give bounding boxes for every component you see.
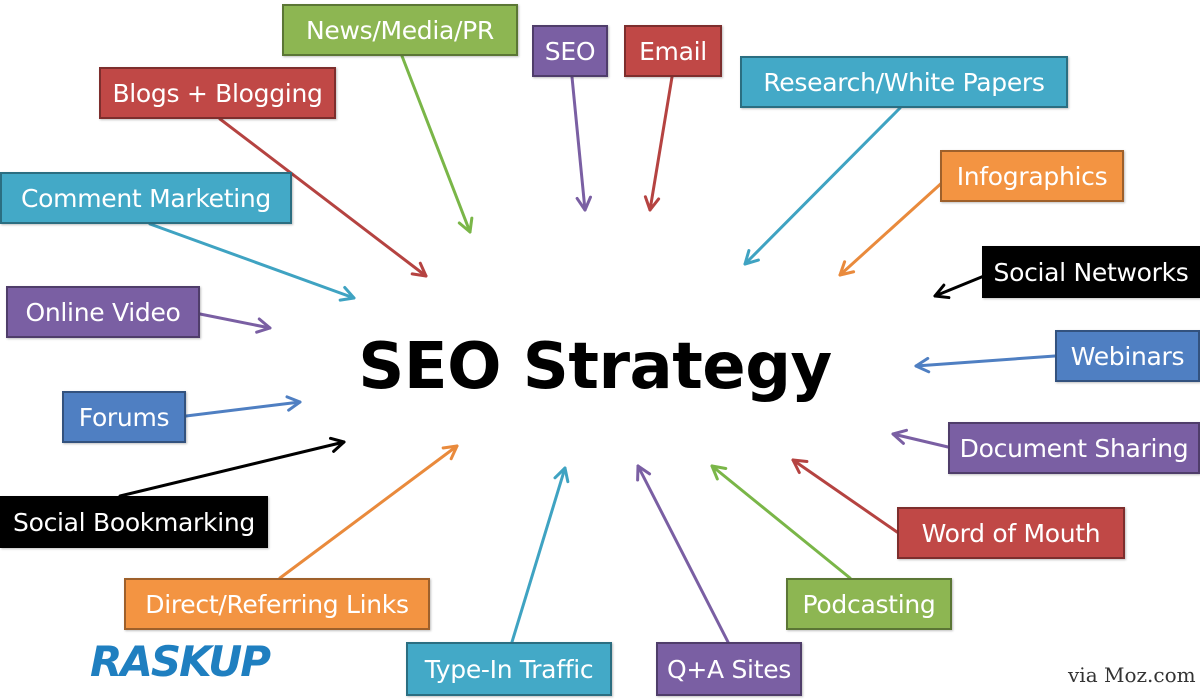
- arrow-docs: [891, 428, 950, 449]
- arrow-wom: [791, 458, 899, 534]
- arrow-info: [838, 178, 947, 277]
- node-online-video: Online Video: [6, 286, 200, 338]
- arrow-email: [643, 75, 674, 212]
- arrow-typein: [510, 466, 570, 644]
- arrow-webinars: [914, 354, 1057, 374]
- arrow-forums: [184, 395, 302, 418]
- node-document-sharing: Document Sharing: [948, 422, 1200, 474]
- arrow-blogs: [218, 117, 428, 278]
- arrow-qa: [636, 464, 730, 644]
- node-infographics: Infographics: [940, 150, 1124, 202]
- node-type-in-traffic: Type-In Traffic: [406, 642, 612, 696]
- node-podcasting: Podcasting: [786, 578, 952, 630]
- arrow-socnet: [933, 274, 986, 300]
- raskup-logo: RASKUP: [88, 636, 278, 686]
- node-social-bookmarking: Social Bookmarking: [0, 496, 268, 548]
- node-email: Email: [624, 25, 722, 77]
- node-forums: Forums: [62, 391, 186, 443]
- arrow-news: [400, 54, 474, 234]
- node-webinars: Webinars: [1055, 330, 1200, 382]
- node-direct-referring-links: Direct/Referring Links: [124, 578, 430, 630]
- node-seo: SEO: [532, 25, 608, 77]
- node-social-networks: Social Networks: [982, 246, 1200, 298]
- node-qa-sites: Q+A Sites: [656, 642, 802, 696]
- svg-text:RASKUP: RASKUP: [90, 638, 271, 684]
- node-comment-marketing: Comment Marketing: [0, 172, 292, 224]
- arrow-podcast: [710, 464, 852, 580]
- arrow-bookmark: [118, 436, 346, 498]
- node-word-of-mouth: Word of Mouth: [897, 507, 1125, 559]
- raskup-logo-mark: RASKUP: [90, 638, 273, 684]
- source-credit: via Moz.com: [1068, 663, 1196, 687]
- node-blogs-blogging: Blogs + Blogging: [99, 67, 336, 119]
- arrow-direct: [278, 444, 459, 580]
- diagram-title: SEO Strategy: [358, 330, 832, 404]
- arrow-research: [743, 106, 902, 266]
- node-news-media-pr: News/Media/PR: [282, 4, 518, 56]
- arrow-seo: [570, 75, 592, 212]
- node-research-white-papers: Research/White Papers: [740, 56, 1068, 108]
- arrow-comment: [148, 222, 356, 302]
- arrow-video: [198, 312, 272, 334]
